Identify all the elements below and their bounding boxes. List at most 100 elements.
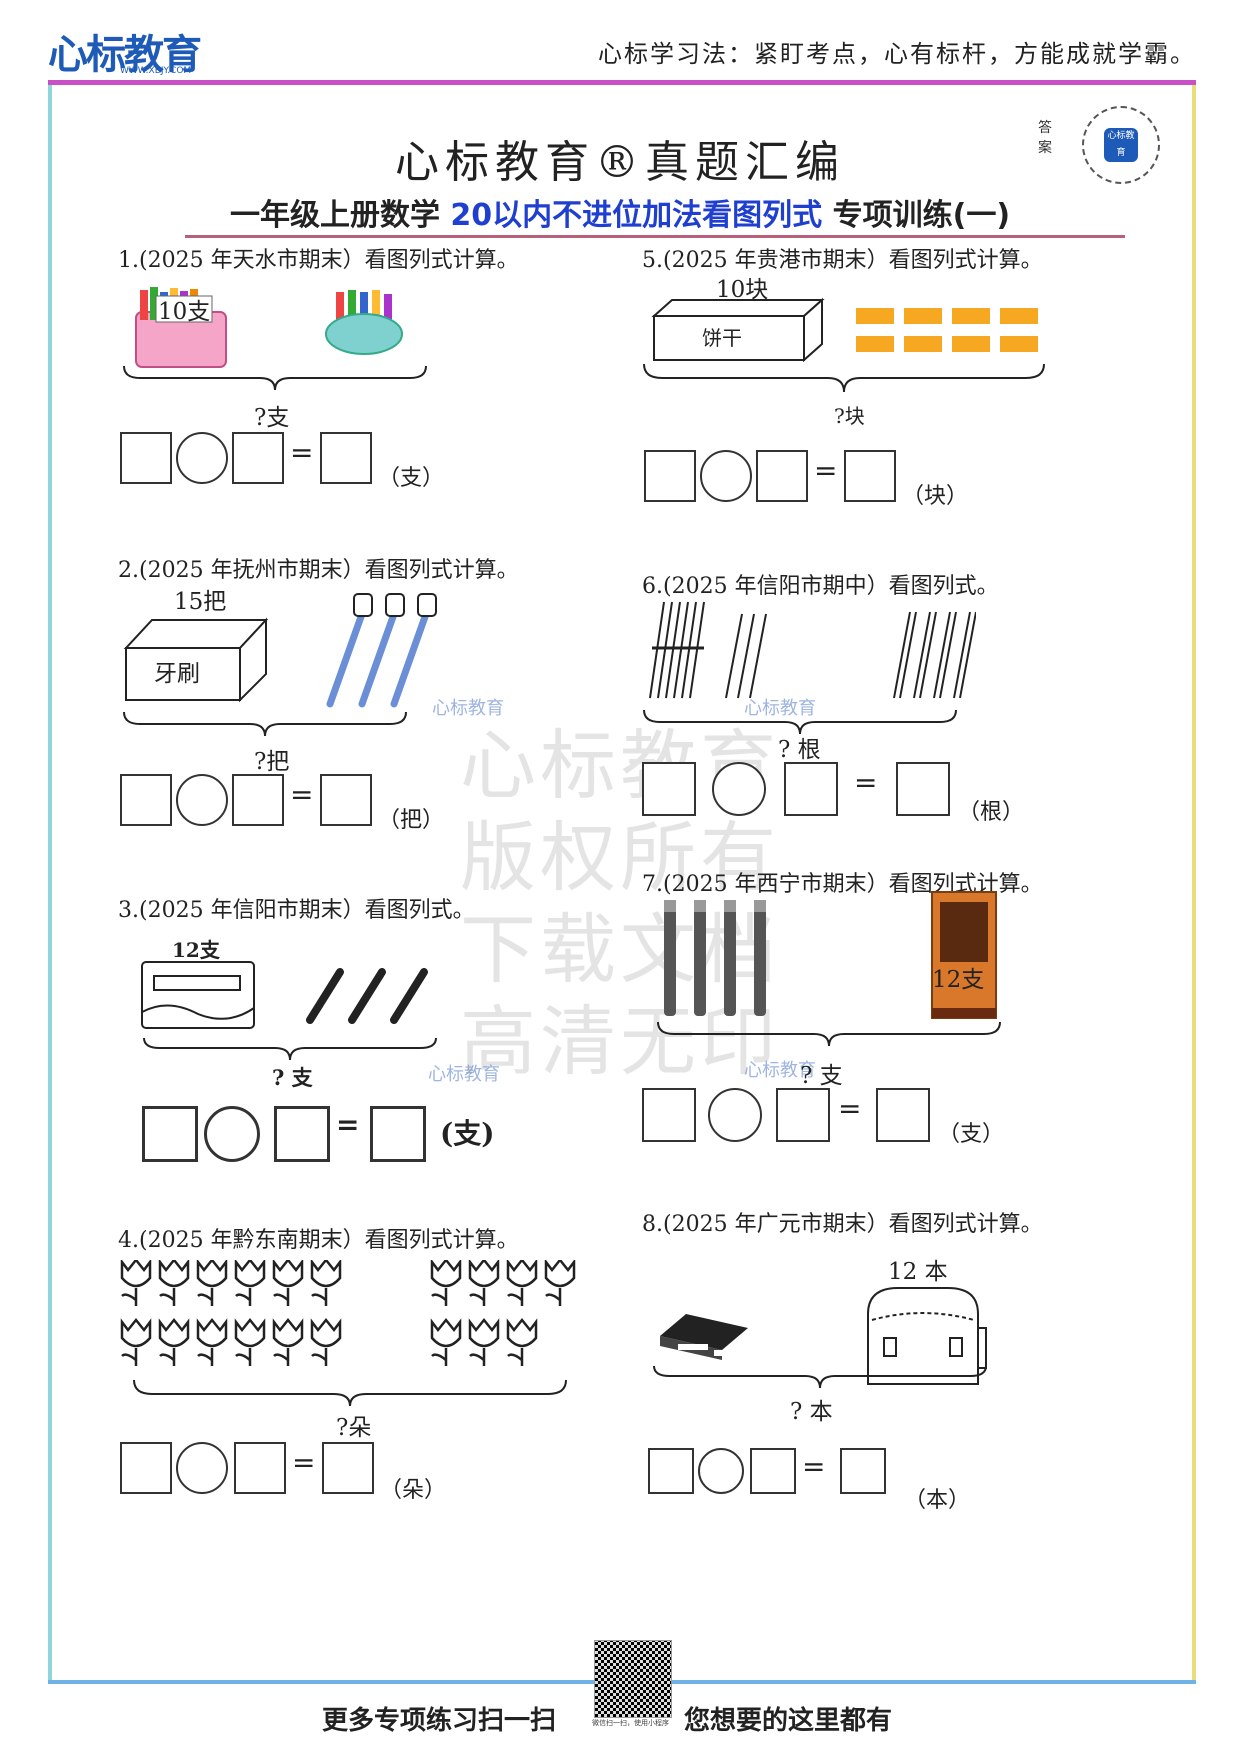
answer-box[interactable] <box>232 774 284 826</box>
answer-box[interactable] <box>274 1106 330 1162</box>
question-text: (2025 年贵港市期末）看图列式计算。 <box>663 248 1043 273</box>
operator-circle[interactable] <box>176 1442 228 1494</box>
q1-brace <box>123 365 427 391</box>
watermark-line: 版权所有 <box>460 813 780 902</box>
schoolbag-image <box>867 1287 987 1385</box>
footer-qr-code[interactable] <box>594 1640 672 1718</box>
answer-box[interactable] <box>876 1088 930 1142</box>
q5-brace <box>643 363 1045 393</box>
q8-brace <box>653 1365 987 1389</box>
subtitle-prefix: 一年级上册数学 <box>229 198 440 233</box>
question-1: 1.(2025 年天水市期末）看图列式计算。 <box>118 242 519 274</box>
q7-label-question: ? 支 <box>800 1063 843 1089</box>
watermark-line: 下载文档 <box>460 905 780 994</box>
question-8: 8.(2025 年广元市期末）看图列式计算。 <box>642 1206 1043 1238</box>
question-text: (2025 年天水市期末）看图列式计算。 <box>139 248 519 273</box>
equals-sign: = <box>290 778 314 811</box>
answer-box[interactable] <box>320 432 372 484</box>
operator-circle[interactable] <box>712 762 766 816</box>
loose-sticks-image <box>893 611 976 699</box>
q7-label-count: 12支 <box>932 967 985 993</box>
q4-unit: （朵） <box>380 1478 447 1503</box>
answer-box[interactable] <box>750 1448 796 1494</box>
question-text: (2025 年黔东南期末）看图列式计算。 <box>139 1228 519 1253</box>
header-slogan: 心标学习法：紧盯考点，心有标杆，方能成就学霸。 <box>598 40 1196 68</box>
books-image <box>660 1314 748 1360</box>
equals-sign: = <box>802 1450 826 1483</box>
q5-label-count: 10块 <box>716 277 769 303</box>
answer-box[interactable] <box>648 1448 694 1494</box>
operator-circle[interactable] <box>176 774 228 826</box>
right-frame <box>1192 85 1196 1680</box>
question-text: (2025 年信阳市期中）看图列式。 <box>663 574 999 599</box>
answer-box[interactable] <box>234 1442 286 1494</box>
question-2: 2.(2025 年抚州市期末）看图列式计算。 <box>118 552 519 584</box>
answer-qr-code[interactable]: 心标教育 <box>1082 106 1160 184</box>
answer-box[interactable] <box>644 450 696 502</box>
q3-brace <box>143 1037 437 1061</box>
pencils-image <box>306 968 428 1024</box>
answer-box[interactable] <box>756 450 808 502</box>
answer-box[interactable] <box>142 1106 198 1162</box>
q2-label-question: ?把 <box>254 749 290 775</box>
watermark-small: 心标教育 <box>744 1060 816 1081</box>
answer-box[interactable] <box>844 450 896 502</box>
equals-sign: = <box>336 1108 360 1141</box>
operator-circle[interactable] <box>700 450 752 502</box>
operator-circle[interactable] <box>698 1448 744 1494</box>
answer-box[interactable] <box>232 432 284 484</box>
answer-box[interactable] <box>322 1442 374 1494</box>
equals-sign: = <box>854 766 878 799</box>
question-number: 8. <box>642 1212 663 1237</box>
question-3: 3.(2025 年信阳市期末）看图列式。 <box>118 892 475 924</box>
q2-label-count: 15把 <box>174 589 227 615</box>
equals-sign: = <box>290 436 314 469</box>
operator-circle[interactable] <box>708 1088 762 1142</box>
q3-label-question: ? 支 <box>272 1065 313 1090</box>
pencil-box-image <box>135 287 227 368</box>
left-frame <box>48 85 52 1680</box>
footer-left-text: 更多专项练习扫一扫 <box>322 1706 557 1736</box>
question-text: (2025 年抚州市期末）看图列式计算。 <box>139 558 519 583</box>
operator-circle[interactable] <box>176 432 228 484</box>
header-divider <box>48 80 1196 85</box>
question-number: 7. <box>642 872 663 897</box>
operator-circle[interactable] <box>204 1106 260 1162</box>
q7-brace <box>657 1021 1001 1047</box>
answer-box[interactable] <box>642 1088 696 1142</box>
answer-box[interactable] <box>120 1442 172 1494</box>
q2-unit: （把） <box>378 808 445 833</box>
watermark-line: 高清无印 <box>460 997 780 1086</box>
answer-qr-logo: 心标教育 <box>1104 128 1138 162</box>
q1-unit: （支） <box>378 466 445 491</box>
toothbrush-box-image <box>123 617 269 703</box>
q1-label-count: 10支 <box>158 299 211 325</box>
q4-label-question: ?朵 <box>336 1415 372 1441</box>
q6-brace <box>643 709 957 735</box>
q3-label-count: 12支 <box>172 938 220 962</box>
answer-box[interactable] <box>320 774 372 826</box>
answer-box[interactable] <box>784 762 838 816</box>
answer-box[interactable] <box>642 762 696 816</box>
answer-box[interactable] <box>896 762 950 816</box>
question-5: 5.(2025 年贵港市期末）看图列式计算。 <box>642 242 1043 274</box>
question-text: (2025 年广元市期末）看图列式计算。 <box>663 1212 1043 1237</box>
answer-box[interactable] <box>120 432 172 484</box>
equals-sign: = <box>838 1092 862 1125</box>
crayon-cup-image <box>325 290 403 355</box>
pencil-case-image <box>141 961 255 1029</box>
answer-box[interactable] <box>840 1448 886 1494</box>
pens-image <box>664 900 766 1016</box>
answer-box[interactable] <box>120 774 172 826</box>
brand-logo-url: WWW.XBJY.COM <box>120 66 192 76</box>
biscuit-box-image <box>651 297 825 363</box>
answer-box[interactable] <box>370 1106 426 1162</box>
toothbrushes-image <box>326 593 437 708</box>
q2-label-box: 牙刷 <box>154 661 200 687</box>
q6-label-question: ? 根 <box>778 737 821 763</box>
answer-label: 答案 <box>1038 120 1052 156</box>
answer-box[interactable] <box>776 1088 830 1142</box>
watermark-small: 心标教育 <box>744 698 816 719</box>
q7-unit: （支） <box>938 1122 1005 1147</box>
q8-unit: （本） <box>904 1488 971 1513</box>
